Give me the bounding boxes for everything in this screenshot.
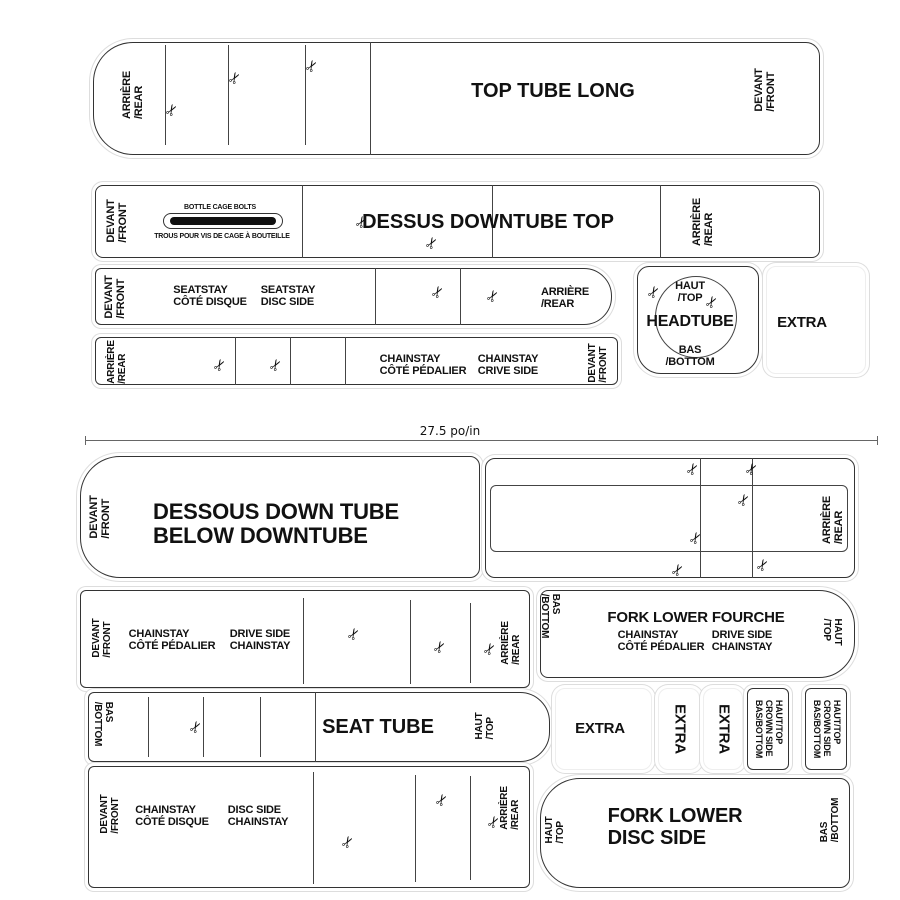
cut-line <box>165 45 166 145</box>
piece-title: SEAT TUBE <box>322 716 434 738</box>
piece-title: TOP TUBE LONG <box>471 80 635 102</box>
cut-line <box>660 185 661 258</box>
extra-label: EXTRA <box>715 704 733 754</box>
cut-line <box>752 458 753 578</box>
headtube-circle <box>655 276 737 358</box>
piece-title: FORK LOWER FOURCHE <box>607 608 785 626</box>
fork-lower-fourche-piece <box>540 590 855 678</box>
cut-line <box>415 775 416 882</box>
crown-label: HAUT/TOP CROWN SIDE BAS/BOTTOM <box>754 699 784 759</box>
cut-line <box>460 268 461 325</box>
bottle-cage-label: BOTTLE CAGE BOLTS <box>184 204 256 212</box>
front-label: DEVANT /FRONT <box>99 794 121 834</box>
bottom-label: BAS /BOTTOM <box>665 343 715 368</box>
chainstay-disc-piece <box>88 766 530 888</box>
cut-line <box>375 268 376 325</box>
top-label: HAUT /TOP <box>474 712 496 740</box>
cut-line <box>492 185 493 258</box>
front-label: DEVANT /FRONT <box>102 275 127 319</box>
piece-title: DESSOUS DOWN TUBE BELOW DOWNTUBE <box>153 498 399 548</box>
cut-line <box>260 697 261 757</box>
cut-line <box>470 603 471 683</box>
cut-line <box>313 772 314 884</box>
chainstay-en-label: CHAINSTAY CRIVE SIDE <box>477 352 539 377</box>
extra-label: EXTRA <box>671 704 689 754</box>
seatstay-en-label: SEATSTAY DISC SIDE <box>260 283 316 308</box>
chainstay-fr-label: CHAINSTAY CÔTÉ PÉDALIER <box>379 352 467 377</box>
extra-piece <box>703 688 743 770</box>
front-label: DEVANT /FRONT <box>87 495 112 539</box>
chainstay-en-label: DRIVE SIDE CHAINSTAY <box>229 627 291 652</box>
measurement-label: 27.5 po/in <box>419 424 481 438</box>
chainstay-en-label: DISC SIDE CHAINSTAY <box>227 803 289 828</box>
crown-piece <box>805 688 847 770</box>
extra-piece <box>766 266 866 374</box>
rear-label: ARRIÈRE /REAR <box>120 70 145 120</box>
cut-line <box>305 45 306 145</box>
rear-label: ARRIÈRE /REAR <box>690 197 715 247</box>
chainstay-fr-label: CHAINSTAY CÔTÉ PÉDALIER <box>617 628 705 653</box>
rear-label: ARRIÈRE /REAR <box>106 340 128 384</box>
crown-label: HAUT/TOP CROWN SIDE BAS/BOTTOM <box>812 699 842 759</box>
piece-title: HEADTUBE <box>646 313 734 331</box>
cut-line <box>203 697 204 757</box>
bottle-cage-slot <box>163 213 283 229</box>
cut-line <box>470 776 471 880</box>
front-label: DEVANT /FRONT <box>587 343 609 383</box>
front-label: DEVANT /FRONT <box>752 68 777 112</box>
top-label: HAUT /TOP <box>821 618 843 646</box>
chainstay-small-piece <box>95 337 618 385</box>
extra-label: EXTRA <box>777 313 827 331</box>
front-label: DEVANT /FRONT <box>91 618 113 658</box>
front-label: DEVANT /FRONT <box>104 199 129 243</box>
extra-label: EXTRA <box>575 719 625 737</box>
bottom-label: BAS /BOTTOM <box>539 593 561 639</box>
cut-line <box>148 697 149 757</box>
bottom-label: BAS /BOTTOM <box>819 797 841 843</box>
cut-line <box>345 337 346 385</box>
piece-title: FORK LOWER DISC SIDE <box>607 805 743 849</box>
extra-piece <box>658 688 700 770</box>
below-downtube-rear-piece <box>485 458 855 578</box>
cut-line <box>410 600 411 684</box>
cut-line <box>228 45 229 145</box>
chainstay-drive-piece <box>80 590 530 688</box>
rear-label: ARRIÈRE /REAR <box>500 621 522 665</box>
chainstay-fr-label: CHAINSTAY CÔTÉ DISQUE <box>135 803 209 828</box>
seatstay-piece <box>95 268 612 325</box>
chainstay-fr-label: CHAINSTAY CÔTÉ PÉDALIER <box>128 627 216 652</box>
top-label: HAUT /TOP <box>675 279 705 304</box>
below-downtube-piece <box>80 456 480 578</box>
seat-tube-piece <box>88 692 550 762</box>
bottle-cage-label-fr: TROUS POUR VIS DE CAGE À BOUTEILLE <box>154 233 290 241</box>
bottom-label: BAS /BOTTOM <box>92 701 114 747</box>
chainstay-en-label: DRIVE SIDE CHAINSTAY <box>711 628 773 653</box>
seatstay-fr-label: SEATSTAY CÔTÉ DISQUE <box>173 283 247 308</box>
cut-line <box>235 337 236 385</box>
rear-label: ARRIÈRE /REAR <box>820 495 845 545</box>
inner-rect <box>490 485 848 552</box>
fork-lower-disc-piece <box>540 778 850 888</box>
cut-line <box>370 42 371 155</box>
extra-piece <box>555 688 652 770</box>
cut-line <box>700 458 701 578</box>
measurement-line <box>85 436 878 445</box>
top-label: HAUT /TOP <box>544 816 566 844</box>
crown-piece <box>747 688 789 770</box>
top-tube-piece <box>93 42 820 155</box>
cut-line <box>290 337 291 385</box>
cut-line <box>303 598 304 684</box>
cut-line <box>315 692 316 762</box>
rear-label: ARRIÈRE /REAR <box>540 285 590 310</box>
cut-line <box>302 185 303 258</box>
piece-title: DESSUS DOWNTUBE TOP <box>362 211 614 233</box>
